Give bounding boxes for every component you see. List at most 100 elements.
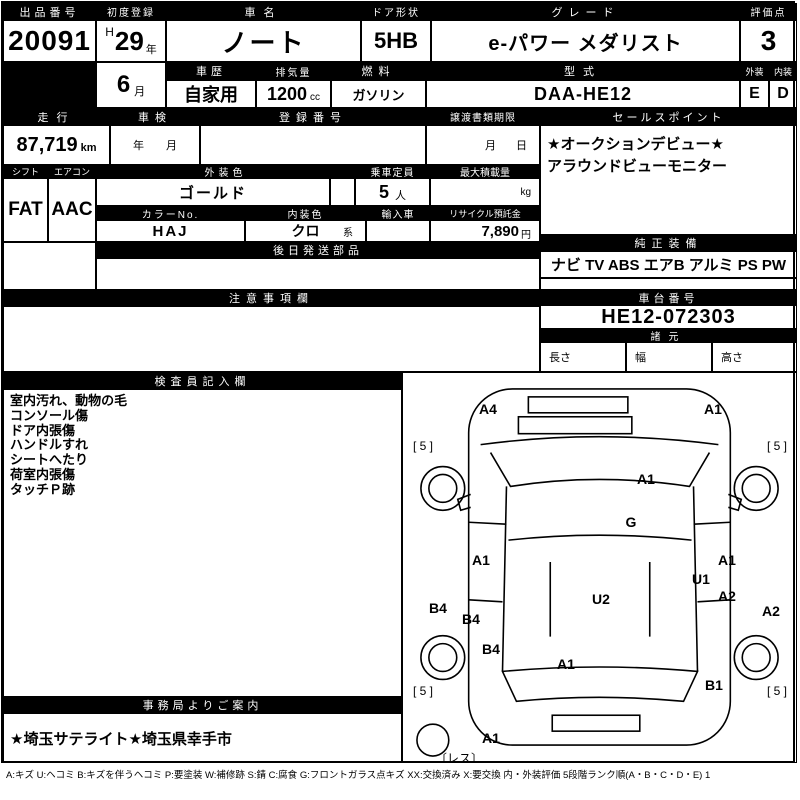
capacity-value-cell: 5 人 — [355, 178, 430, 206]
damage-mark: [ 5 ] — [412, 684, 434, 698]
legend-text: A:キズ U:ヘコミ B:キズを伴うヘコミ P:要塗装 W:補修跡 S:錆 C:… — [6, 770, 711, 781]
wheel-rear-right — [733, 634, 779, 681]
width-label: 幅 — [635, 352, 646, 364]
payload-label: 最大積載量 — [430, 165, 540, 178]
interior-color-label: 内装色 — [245, 206, 366, 220]
inspection-value-cell: 年 月 — [110, 125, 200, 165]
rear-plate — [551, 714, 641, 732]
damage-mark: A1 — [472, 552, 490, 568]
office-value: ★埼玉サテライト★埼玉県幸手市 — [3, 713, 402, 763]
damage-mark: [ 5 ] — [412, 439, 434, 453]
damage-mark: A1 — [482, 730, 500, 746]
left-mirror — [456, 493, 471, 512]
displacement-value: 1200 — [266, 83, 308, 104]
inspector-note-line: ドア内張傷 — [10, 422, 76, 438]
damage-mark: A4 — [479, 401, 497, 417]
displacement-value-cell: 1200 cc — [256, 80, 331, 108]
interior-color-value-cell: クロ 系 — [245, 220, 366, 242]
damage-mark: [ 5 ] — [766, 684, 788, 698]
inspector-note-line: 室内汚れ、動物の毛 — [10, 393, 128, 408]
payload-value-cell: kg — [430, 178, 540, 206]
right-mirror — [728, 493, 743, 512]
inspector-notes: 室内汚れ、動物の毛コンソール傷ドア内張傷ハンドルすれシートへたり荷室内張傷タッチ… — [3, 389, 402, 697]
car-name-value: ノート — [166, 20, 361, 62]
damage-mark: G — [625, 514, 637, 530]
later-parts-label: 後日発送部品 — [96, 242, 540, 258]
registration-no-value — [200, 125, 426, 165]
damage-mark: A1 — [704, 401, 722, 417]
year-suffix: 年 — [145, 44, 157, 56]
car-top-view — [416, 388, 779, 757]
first-reg-month-cell: 6 月 — [96, 62, 166, 108]
height-cell: 高さ — [712, 342, 797, 372]
aircon-value: AAC — [48, 178, 96, 242]
exterior-color-value: ゴールド — [96, 178, 330, 206]
dimensions-label: 諸元 — [540, 329, 797, 342]
displacement-unit: cc — [310, 91, 321, 103]
sales-point-value: ★オークションデビュー★ アラウンドビューモニター — [540, 125, 797, 235]
shift-label: シフト — [3, 165, 48, 178]
history-value: 自家用 — [166, 80, 256, 108]
inspector-label: 検査員記入欄 — [3, 372, 402, 389]
recycle-deposit-unit: 円 — [521, 229, 531, 241]
damage-mark: A2 — [718, 588, 736, 604]
equipment-value: ナビ TV ABS エアB アルミ PS PW — [540, 251, 797, 278]
inspection-year-suffix: 年 — [133, 140, 144, 152]
later-parts-value — [96, 258, 540, 290]
caution-label: 注意事項欄 — [3, 290, 540, 306]
damage-mark: B4 — [462, 611, 480, 627]
exterior-grade-value: E — [740, 80, 769, 108]
damage-mark: A1 — [718, 552, 736, 568]
inspector-note-line: ハンドルすれ — [10, 437, 89, 453]
registration-no-label: 登録番号 — [200, 108, 426, 125]
door-shape-label: ドア形状 — [361, 3, 431, 20]
grade-value: e-パワー メダリスト — [431, 20, 740, 62]
exterior-color-label: 外装色 — [96, 165, 355, 178]
mileage-value-cell: 87,719 km — [3, 125, 110, 165]
recycle-deposit-value: 7,890 — [481, 222, 519, 240]
mileage-label: 走行 — [3, 108, 110, 125]
interior-color-suffix: 系 — [343, 227, 353, 239]
office-text: ★埼玉サテライト★埼玉県幸手市 — [10, 730, 232, 748]
import-value — [366, 220, 430, 242]
office-label: 事務局よりご案内 — [3, 697, 402, 713]
interior-color-value: クロ — [291, 223, 320, 239]
right-blank-cell — [540, 278, 797, 290]
left-rear-door-seam — [468, 599, 503, 603]
damage-mark: A1 — [637, 471, 655, 487]
front-grille — [517, 415, 633, 435]
inspection-label: 車検 — [110, 108, 200, 125]
payload-unit: kg — [520, 186, 531, 198]
sales-point-label: セールスポイント — [540, 108, 797, 125]
auction-no-value: 20091 — [3, 20, 96, 62]
damage-mark: U1 — [692, 571, 710, 587]
front-plate — [527, 396, 629, 414]
inspector-note-line: シートへたり — [10, 452, 89, 468]
transfer-month-suffix: 月 — [485, 140, 496, 152]
auction-no-label: 出品番号 — [3, 3, 96, 20]
score-value: 3 — [740, 20, 797, 62]
damage-mark: B4 — [482, 641, 500, 657]
capacity-value: 5 — [378, 181, 389, 202]
damage-mark: B1 — [705, 677, 723, 693]
model-label: 型式 — [426, 62, 740, 80]
interior-grade-label: 内装 — [769, 62, 797, 80]
model-value: DAA-HE12 — [426, 80, 740, 108]
first-reg-label: 初度登録 — [96, 3, 166, 20]
capacity-unit: 人 — [395, 190, 406, 202]
era-prefix: H — [105, 25, 114, 39]
displacement-label: 排気量 — [256, 62, 331, 80]
interior-grade-value: D — [769, 80, 797, 108]
wheel-front-left — [420, 465, 466, 512]
mileage-value: 87,719 — [16, 133, 78, 156]
height-label: 高さ — [721, 352, 743, 364]
inspector-note-line: タッチＰ跡 — [10, 481, 76, 497]
car-body-outline — [467, 388, 732, 746]
damage-mark: A2 — [762, 603, 780, 619]
transfer-deadline-value: 月 日 — [426, 125, 540, 165]
right-rear-door-seam — [697, 599, 731, 603]
damage-mark: 〔レス〕 — [434, 751, 484, 763]
chassis-no-value: HE12-072303 — [540, 305, 797, 329]
